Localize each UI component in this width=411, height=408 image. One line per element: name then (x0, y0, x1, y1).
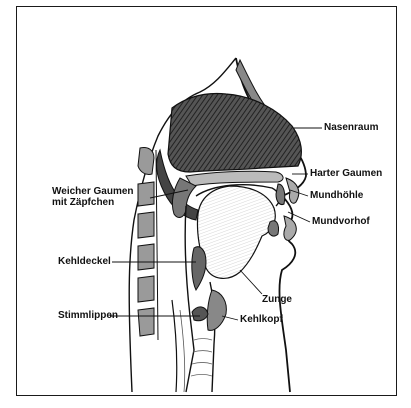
label-kehlkopf: Kehlkopf (240, 314, 283, 325)
cervical-spine (138, 147, 154, 336)
nasal-cavity (168, 94, 301, 172)
label-zunge: Zunge (262, 294, 292, 305)
label-kehldeckel: Kehldeckel (58, 256, 111, 267)
trachea-rings (191, 339, 212, 377)
label-weicher-gaumen-line2: mit Zäpfchen (52, 197, 134, 208)
lower-lip (284, 216, 296, 240)
hard-palate (186, 171, 283, 186)
label-stimmlippen: Stimmlippen (58, 310, 118, 321)
vocal-cords (192, 307, 208, 321)
label-mundvorhof: Mundvorhof (312, 216, 370, 227)
tongue (197, 186, 275, 278)
larynx (207, 290, 226, 330)
label-harter-gaumen: Harter Gaumen (310, 168, 382, 179)
label-nasenraum: Nasenraum (324, 122, 378, 133)
lower-teeth (268, 221, 279, 236)
upper-teeth (276, 184, 285, 205)
label-weicher-gaumen: Weicher Gaumen mit Zäpfchen (52, 186, 134, 208)
esophagus-inner (180, 310, 185, 392)
label-mundhoehle: Mundhöhle (310, 190, 363, 201)
epiglottis (192, 247, 206, 290)
esophagus (172, 300, 177, 392)
spine-front-edge (156, 150, 158, 340)
label-weicher-gaumen-line1: Weicher Gaumen (52, 186, 134, 197)
